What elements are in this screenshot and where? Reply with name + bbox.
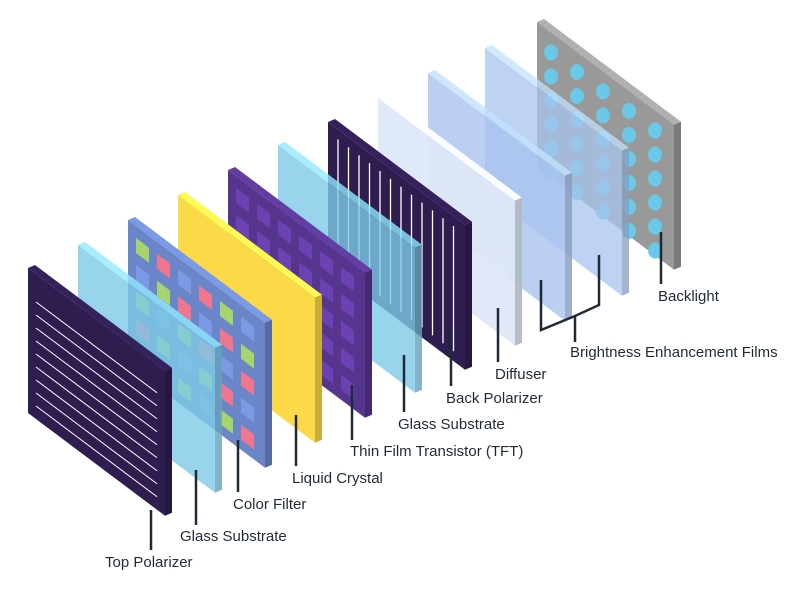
label-backlight: Backlight (658, 288, 719, 305)
tft-cell (299, 262, 312, 287)
layer-top-edge (128, 217, 272, 323)
backlight-led-dot (648, 146, 662, 163)
color-filter-cell (199, 312, 212, 337)
backlight-led-dot (622, 127, 636, 143)
polarizer-stripe (35, 353, 158, 446)
label-glass-substrate-back: Glass Substrate (398, 416, 505, 433)
backlight-led-dot (648, 242, 662, 259)
color-filter-cell (157, 280, 170, 306)
color-filter-cell (241, 424, 254, 450)
tft-cell (320, 251, 333, 276)
layer-top-edge (28, 265, 172, 371)
backlight-led-dot (622, 103, 636, 119)
tft-cell (299, 235, 312, 260)
label-color-filter: Color Filter (233, 496, 307, 513)
tft-cell (341, 266, 354, 292)
layer-top-edge (537, 19, 681, 125)
color-filter-cell (220, 355, 233, 380)
tft-cell (236, 188, 249, 213)
layer-top-edge (428, 70, 572, 176)
tft-cell (236, 215, 249, 240)
layer-top-edge (278, 142, 422, 248)
layer-side-edge (415, 244, 422, 393)
polarizer-stripe (35, 366, 158, 459)
tft-cell (341, 293, 354, 319)
backlight-led-dot (596, 107, 610, 124)
tft-cell (257, 230, 270, 256)
polarizer-stripe (35, 327, 158, 420)
layer-top-edge (228, 167, 372, 273)
label-bef: Brightness Enhancement Films (570, 344, 778, 361)
color-filter-cell (178, 296, 191, 322)
color-filter-cell (178, 269, 191, 295)
color-filter-cell (220, 382, 233, 407)
layer-top-edge (78, 242, 222, 348)
label-liquid-crystal: Liquid Crystal (292, 470, 383, 487)
layer-side-edge (565, 172, 572, 321)
color-filter-cell (241, 397, 254, 423)
tft-cell (320, 278, 333, 303)
layer-side-edge (365, 269, 372, 418)
layer-side-edge (674, 121, 681, 270)
tft-cell (320, 305, 333, 330)
layer-face (28, 268, 165, 516)
layer-top-edge (328, 119, 472, 225)
color-filter-cell (220, 301, 233, 326)
backlight-led-dot (570, 88, 584, 104)
tft-cell (341, 347, 354, 373)
top-polarizer-layer (28, 265, 172, 516)
backlight-led-dot (648, 218, 662, 235)
label-diffuser: Diffuser (495, 366, 547, 383)
color-filter-cell (199, 285, 212, 310)
tft-cell (278, 246, 291, 272)
layer-side-edge (465, 221, 472, 370)
polarizer-stripe (35, 340, 158, 433)
backlight-led-dot (544, 68, 558, 85)
backlight-led-dot (596, 83, 610, 100)
color-filter-cell (220, 409, 233, 434)
polarizer-stripe (35, 314, 158, 407)
tft-cell (341, 320, 354, 346)
layer-side-edge (515, 197, 522, 346)
tft-cell (278, 219, 291, 245)
polarizer-stripe (35, 379, 158, 472)
layer-side-edge (622, 147, 629, 296)
backlight-led-dot (544, 44, 558, 61)
color-filter-cell (241, 370, 254, 396)
layer-top-edge (485, 45, 629, 151)
color-filter-cell (136, 265, 149, 290)
backlight-led-dot (648, 122, 662, 139)
layer-top-edge (378, 95, 522, 201)
polarizer-stripe (35, 301, 158, 394)
tft-cell (257, 203, 270, 229)
label-tft: Thin Film Transistor (TFT) (350, 443, 524, 460)
layer-side-edge (165, 367, 172, 516)
tft-cell (320, 332, 333, 357)
layer-side-edge (315, 294, 322, 443)
color-filter-cell (220, 328, 233, 353)
color-filter-cell (241, 343, 254, 369)
polarizer-stripe (35, 405, 158, 498)
layer-side-edge (215, 344, 222, 493)
color-filter-cell (136, 238, 149, 263)
tft-cell (320, 359, 333, 384)
backlight-led-dot (570, 64, 584, 80)
color-filter-cell (157, 253, 170, 279)
polarizer-stripe (35, 392, 158, 485)
backlight-led-dot (648, 170, 662, 187)
layer-side-edge (265, 319, 272, 468)
layer-top-edge (178, 192, 322, 298)
backlight-led-dot (648, 194, 662, 211)
label-back-polarizer: Back Polarizer (446, 390, 543, 407)
label-top-polarizer: Top Polarizer (105, 554, 193, 571)
color-filter-cell (241, 316, 254, 342)
label-glass-substrate-front: Glass Substrate (180, 528, 287, 545)
